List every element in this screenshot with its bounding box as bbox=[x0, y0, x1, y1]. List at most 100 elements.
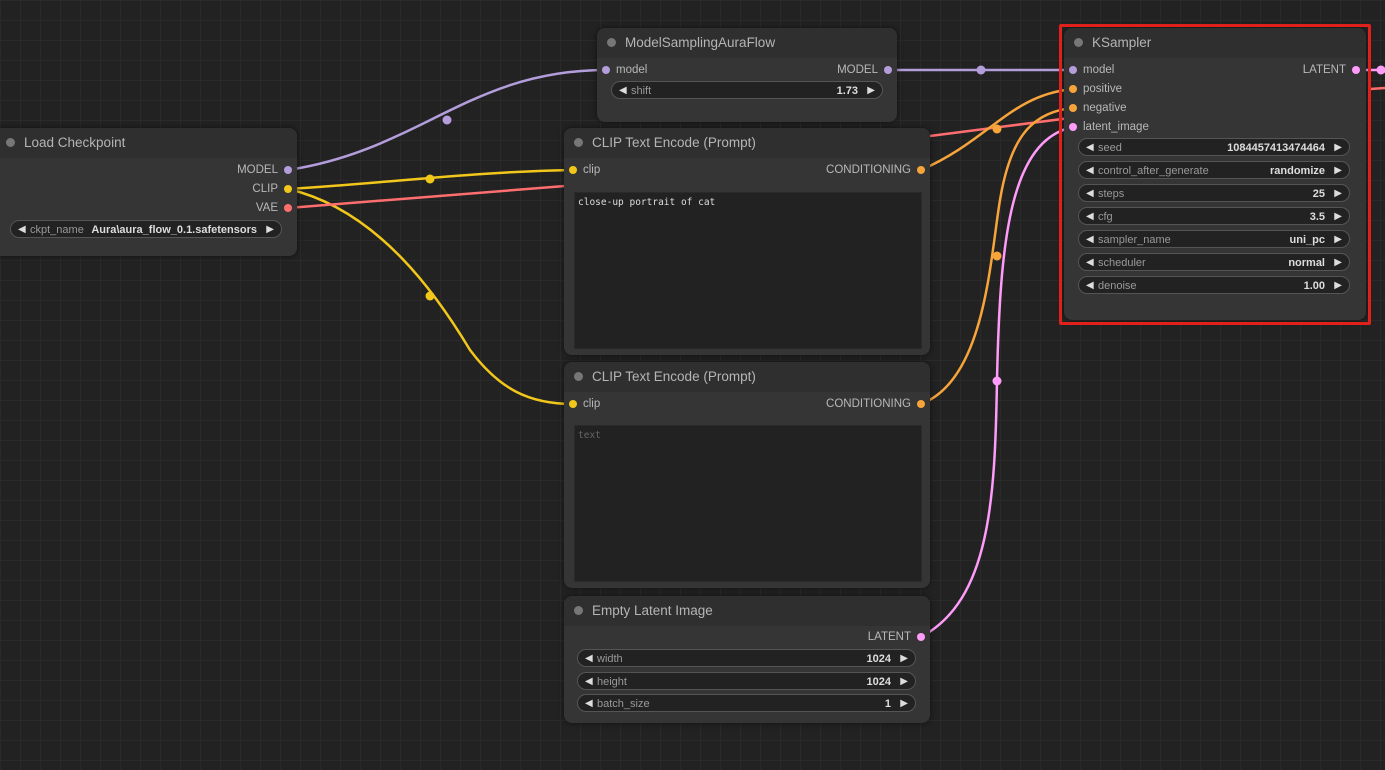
output-slot-clip[interactable]: CLIP bbox=[140, 180, 292, 198]
slot-dot-icon[interactable] bbox=[1069, 104, 1077, 112]
wire-midpoint-dot[interactable] bbox=[425, 174, 435, 184]
output-slot-conditioning[interactable]: CONDITIONING bbox=[764, 161, 925, 179]
collapse-dot-icon[interactable] bbox=[1074, 38, 1083, 47]
arrow-right-icon[interactable]: ▶ bbox=[1334, 165, 1342, 176]
scheduler-widget[interactable]: ◀ scheduler normal ▶ bbox=[1078, 253, 1350, 271]
arrow-left-icon[interactable]: ◀ bbox=[619, 85, 627, 96]
arrow-left-icon[interactable]: ◀ bbox=[18, 224, 26, 235]
arrow-right-icon[interactable]: ▶ bbox=[900, 698, 908, 709]
wire-midpoint-dot[interactable] bbox=[976, 65, 986, 75]
arrow-left-icon[interactable]: ◀ bbox=[585, 653, 593, 664]
wire-midpoint-dot[interactable] bbox=[442, 115, 452, 125]
input-slot-negative[interactable]: negative bbox=[1069, 99, 1189, 117]
node-clip-text-encode-positive[interactable]: CLIP Text Encode (Prompt) clip CONDITION… bbox=[564, 128, 930, 355]
node-title-bar[interactable]: KSampler bbox=[1064, 28, 1366, 58]
arrow-right-icon[interactable]: ▶ bbox=[1334, 188, 1342, 199]
node-title-bar[interactable]: CLIP Text Encode (Prompt) bbox=[564, 362, 930, 392]
arrow-right-icon[interactable]: ▶ bbox=[1334, 211, 1342, 222]
denoise-widget[interactable]: ◀ denoise 1.00 ▶ bbox=[1078, 276, 1350, 294]
collapse-dot-icon[interactable] bbox=[574, 372, 583, 381]
slot-dot-icon[interactable] bbox=[284, 166, 292, 174]
node-model-sampling-auraflow[interactable]: ModelSamplingAuraFlow model MODEL ◀ shif… bbox=[597, 28, 897, 122]
arrow-left-icon[interactable]: ◀ bbox=[1086, 188, 1094, 199]
wire-midpoint-dot[interactable] bbox=[992, 124, 1002, 134]
node-title-bar[interactable]: CLIP Text Encode (Prompt) bbox=[564, 128, 930, 158]
slot-dot-icon[interactable] bbox=[917, 166, 925, 174]
node-load-checkpoint[interactable]: Load Checkpoint MODEL CLIP VAE ◀ ckpt_na… bbox=[0, 128, 297, 256]
slot-dot-icon[interactable] bbox=[917, 400, 925, 408]
width-widget[interactable]: ◀ width 1024 ▶ bbox=[577, 649, 916, 667]
arrow-left-icon[interactable]: ◀ bbox=[1086, 280, 1094, 291]
wire-ksampler-latent-out[interactable] bbox=[1369, 86, 1385, 91]
arrow-left-icon[interactable]: ◀ bbox=[1086, 142, 1094, 153]
arrow-right-icon[interactable]: ▶ bbox=[1334, 234, 1342, 245]
arrow-left-icon[interactable]: ◀ bbox=[1086, 165, 1094, 176]
steps-widget[interactable]: ◀ steps 25 ▶ bbox=[1078, 184, 1350, 202]
slot-dot-icon[interactable] bbox=[917, 633, 925, 641]
arrow-right-icon[interactable]: ▶ bbox=[900, 653, 908, 664]
wire-negative-conditioning[interactable] bbox=[920, 106, 1074, 406]
input-slot-model[interactable]: model bbox=[602, 61, 702, 79]
wire-midpoint-dot[interactable] bbox=[425, 291, 435, 301]
wire-vae[interactable] bbox=[287, 184, 566, 210]
arrow-left-icon[interactable]: ◀ bbox=[1086, 234, 1094, 245]
arrow-left-icon[interactable]: ◀ bbox=[585, 698, 593, 709]
arrow-left-icon[interactable]: ◀ bbox=[585, 676, 593, 687]
input-slot-positive[interactable]: positive bbox=[1069, 80, 1189, 98]
output-slot-conditioning[interactable]: CONDITIONING bbox=[764, 395, 925, 413]
slot-dot-icon[interactable] bbox=[284, 185, 292, 193]
collapse-dot-icon[interactable] bbox=[574, 606, 583, 615]
slot-dot-icon[interactable] bbox=[569, 400, 577, 408]
node-title-bar[interactable]: Empty Latent Image bbox=[564, 596, 930, 626]
wire-midpoint-dot[interactable] bbox=[1376, 65, 1385, 75]
arrow-left-icon[interactable]: ◀ bbox=[1086, 257, 1094, 268]
arrow-right-icon[interactable]: ▶ bbox=[266, 224, 274, 235]
slot-dot-icon[interactable] bbox=[884, 66, 892, 74]
collapse-dot-icon[interactable] bbox=[6, 138, 15, 147]
output-slot-latent[interactable]: LATENT bbox=[764, 628, 925, 646]
collapse-dot-icon[interactable] bbox=[574, 138, 583, 147]
wire-model-to-modelsampling[interactable] bbox=[287, 68, 607, 172]
input-slot-clip[interactable]: clip bbox=[569, 161, 669, 179]
output-slot-model[interactable]: MODEL bbox=[777, 61, 892, 79]
output-slot-model[interactable]: MODEL bbox=[140, 161, 292, 179]
wire-clip-to-negative[interactable] bbox=[287, 187, 574, 406]
cfg-widget[interactable]: ◀ cfg 3.5 ▶ bbox=[1078, 207, 1350, 225]
output-slot-latent[interactable]: LATENT bbox=[1244, 61, 1360, 79]
slot-dot-icon[interactable] bbox=[1069, 123, 1077, 131]
arrow-left-icon[interactable]: ◀ bbox=[1086, 211, 1094, 222]
wire-midpoint-dot[interactable] bbox=[992, 251, 1002, 261]
slot-dot-icon[interactable] bbox=[1069, 85, 1077, 93]
output-slot-vae[interactable]: VAE bbox=[140, 199, 292, 217]
node-empty-latent-image[interactable]: Empty Latent Image LATENT ◀ width 1024 ▶… bbox=[564, 596, 930, 723]
arrow-right-icon[interactable]: ▶ bbox=[1334, 280, 1342, 291]
node-clip-text-encode-negative[interactable]: CLIP Text Encode (Prompt) clip CONDITION… bbox=[564, 362, 930, 588]
wire-positive-conditioning[interactable] bbox=[920, 87, 1074, 172]
input-slot-model[interactable]: model bbox=[1069, 61, 1189, 79]
prompt-textarea[interactable]: close-up portrait of cat bbox=[574, 192, 922, 349]
seed-widget[interactable]: ◀ seed 1084457413474464 ▶ bbox=[1078, 138, 1350, 156]
arrow-right-icon[interactable]: ▶ bbox=[1334, 257, 1342, 268]
slot-dot-icon[interactable] bbox=[284, 204, 292, 212]
batch-size-widget[interactable]: ◀ batch_size 1 ▶ bbox=[577, 694, 916, 712]
arrow-right-icon[interactable]: ▶ bbox=[900, 676, 908, 687]
slot-dot-icon[interactable] bbox=[602, 66, 610, 74]
input-slot-latent-image[interactable]: latent_image bbox=[1069, 118, 1189, 136]
shift-widget[interactable]: ◀ shift 1.73 ▶ bbox=[611, 81, 883, 99]
prompt-textarea[interactable]: text bbox=[574, 425, 922, 582]
slot-dot-icon[interactable] bbox=[569, 166, 577, 174]
arrow-right-icon[interactable]: ▶ bbox=[867, 85, 875, 96]
slot-dot-icon[interactable] bbox=[1069, 66, 1077, 74]
node-title-bar[interactable]: ModelSamplingAuraFlow bbox=[597, 28, 897, 58]
ckpt-name-combo[interactable]: ◀ ckpt_name Aura\aura_flow_0.1.safetenso… bbox=[10, 220, 282, 238]
arrow-right-icon[interactable]: ▶ bbox=[1334, 142, 1342, 153]
input-slot-clip[interactable]: clip bbox=[569, 395, 669, 413]
slot-dot-icon[interactable] bbox=[1352, 66, 1360, 74]
node-ksampler[interactable]: KSampler model positive negative latent_… bbox=[1064, 28, 1366, 320]
collapse-dot-icon[interactable] bbox=[607, 38, 616, 47]
node-title-bar[interactable]: Load Checkpoint bbox=[0, 128, 297, 158]
control-after-generate-widget[interactable]: ◀ control_after_generate randomize ▶ bbox=[1078, 161, 1350, 179]
wire-midpoint-dot[interactable] bbox=[992, 376, 1002, 386]
height-widget[interactable]: ◀ height 1024 ▶ bbox=[577, 672, 916, 690]
sampler-name-widget[interactable]: ◀ sampler_name uni_pc ▶ bbox=[1078, 230, 1350, 248]
